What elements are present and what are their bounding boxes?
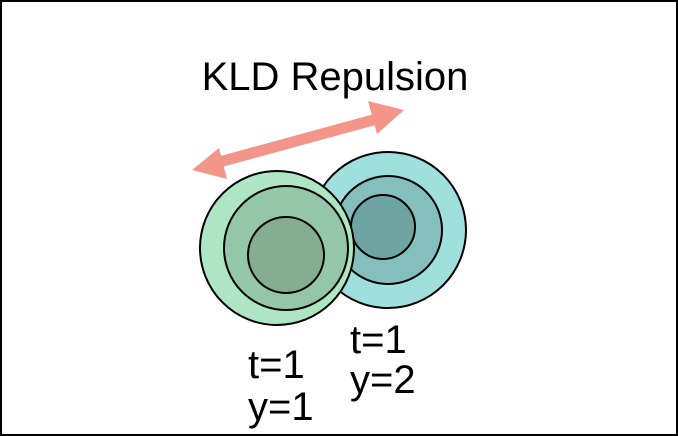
distribution-y2-y-label: y=2 bbox=[350, 358, 416, 402]
distribution-y1-inner-ring bbox=[247, 216, 325, 294]
distribution-y2-inner-ring bbox=[350, 194, 416, 260]
distribution-y2-t-label: t=1 bbox=[350, 318, 407, 362]
repulsion-arrow bbox=[192, 101, 404, 179]
arrow-head-left bbox=[192, 148, 227, 179]
distribution-y1 bbox=[199, 170, 355, 326]
distribution-y1-t-label: t=1 bbox=[248, 343, 305, 387]
arrow-shaft bbox=[210, 111, 386, 170]
diagram-title: KLD Repulsion bbox=[202, 55, 469, 99]
arrow-head-right bbox=[368, 101, 404, 134]
distribution-y1-y-label: y=1 bbox=[248, 385, 314, 429]
